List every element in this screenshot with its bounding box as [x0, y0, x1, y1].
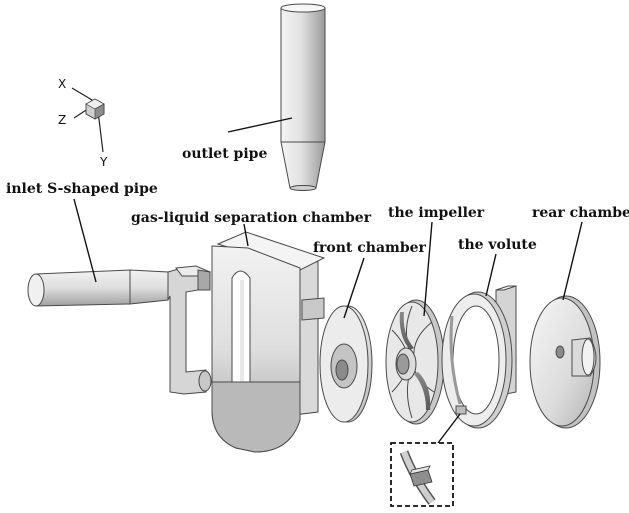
- impeller-label: the impeller: [388, 205, 485, 221]
- outlet-pipe-label: outlet pipe: [182, 146, 267, 162]
- impeller-leader: [423, 221, 433, 317]
- volute-part: [441, 285, 517, 429]
- axis-z-label: Z: [58, 113, 66, 127]
- rear-chamber-part: [529, 295, 601, 429]
- front-chamber-label: front chamber: [313, 240, 427, 256]
- separation-chamber-label: gas-liquid separation chamber: [131, 210, 372, 226]
- axis-y-label: Y: [99, 155, 108, 169]
- front-chamber-part: [319, 305, 373, 423]
- outlet-pipe-part: [280, 3, 326, 191]
- rear-chamber-leader: [562, 221, 583, 301]
- inlet-pipe-label: inlet S-shaped pipe: [6, 181, 158, 197]
- axis-triad: X Z Y: [58, 77, 108, 169]
- inlet-pipe-leader: [73, 198, 97, 283]
- separation-chamber-leader: [243, 223, 249, 247]
- inlet-pipe-part: [27, 265, 212, 395]
- detail-inset: [390, 413, 461, 507]
- volute-leader: [485, 253, 497, 297]
- rear-chamber-label: rear chamber: [532, 205, 629, 221]
- front-chamber-leader: [343, 257, 365, 319]
- volute-label: the volute: [458, 237, 537, 253]
- separation-chamber-part: [211, 231, 326, 453]
- impeller-part: [385, 299, 445, 425]
- axis-x-label: X: [58, 77, 66, 91]
- outlet-pipe-leader: [227, 117, 293, 133]
